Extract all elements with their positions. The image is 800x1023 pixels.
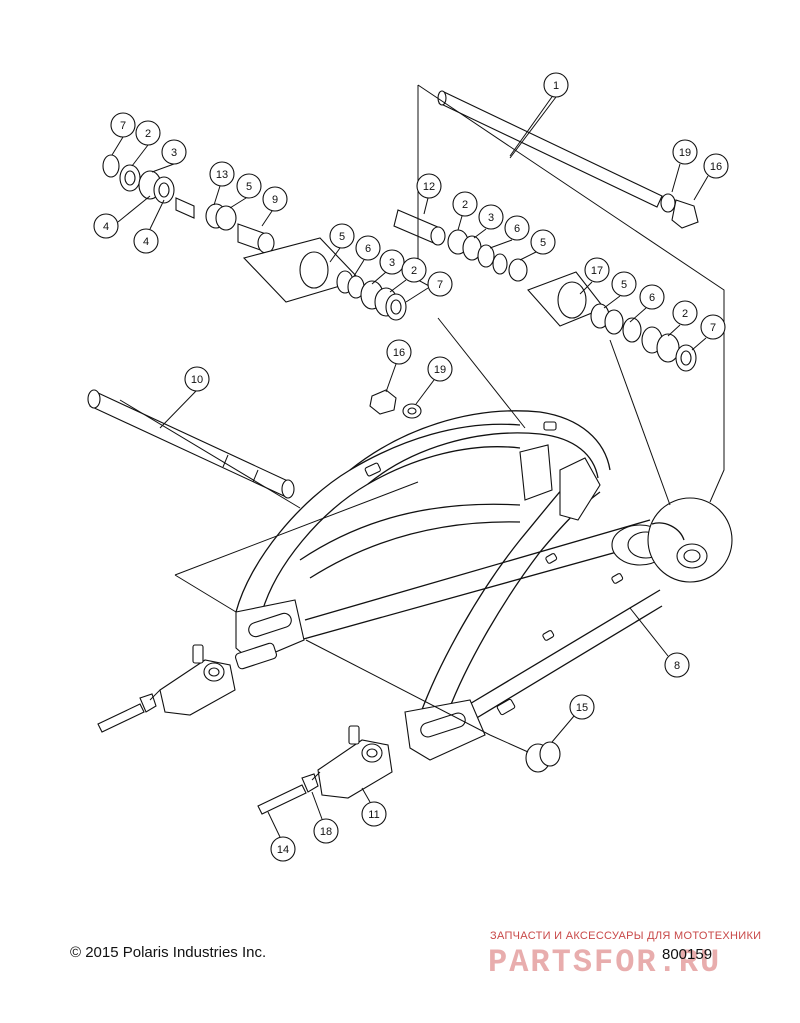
watermark-tagline: ЗАПЧАСТИ И АКСЕССУАРЫ ДЛЯ МОТОТЕХНИКИ	[490, 930, 762, 942]
svg-text:6: 6	[365, 243, 371, 255]
callout-2d: 2	[667, 300, 698, 337]
callout-3b: 3	[371, 249, 405, 285]
svg-text:16: 16	[710, 161, 722, 173]
callout-16b: 16	[385, 339, 412, 393]
callout-4b: 4	[133, 199, 165, 254]
adjuster-bolt-left	[97, 693, 157, 733]
callout-3c: 3	[473, 204, 504, 239]
svg-text:16: 16	[393, 347, 405, 359]
svg-text:4: 4	[103, 221, 109, 233]
svg-text:19: 19	[679, 147, 691, 159]
svg-text:2: 2	[145, 128, 151, 140]
svg-text:12: 12	[423, 181, 435, 193]
callout-6a: 6	[353, 235, 381, 277]
svg-text:2: 2	[462, 199, 468, 211]
callout-5d: 5	[603, 271, 637, 309]
callout-14: 14	[267, 811, 296, 862]
callout-2c: 2	[452, 191, 478, 231]
callout-13: 13	[209, 161, 235, 206]
svg-text:13: 13	[216, 169, 228, 181]
svg-text:5: 5	[339, 231, 345, 243]
svg-text:6: 6	[514, 223, 520, 235]
chain-adjuster-left	[159, 642, 278, 716]
callout-19a: 19	[671, 139, 698, 193]
copyright-notice: © 2015 Polaris Industries Inc.	[70, 944, 267, 961]
left-bearing-stack	[102, 154, 407, 321]
svg-text:2: 2	[682, 308, 688, 320]
svg-text:5: 5	[246, 181, 252, 193]
callout-4a: 4	[93, 195, 151, 239]
svg-text:5: 5	[621, 279, 627, 291]
callout-6c: 6	[629, 284, 665, 323]
callout-19b: 19	[415, 356, 453, 405]
callout-5a: 5	[229, 173, 262, 209]
callout-17: 17	[579, 257, 610, 295]
watermark-logo: PARTSFOR.RU	[488, 944, 722, 981]
callout-15: 15	[551, 694, 595, 743]
chain-adjuster-right	[317, 725, 393, 799]
callout-18: 18	[311, 791, 339, 844]
callout-11: 11	[361, 787, 387, 827]
svg-text:3: 3	[488, 212, 494, 224]
pivot-bolt-1	[437, 90, 699, 229]
svg-text:4: 4	[143, 236, 149, 248]
callout-7c: 7	[691, 314, 726, 351]
pivot-nut-washer	[369, 389, 422, 419]
callout-2a: 2	[131, 120, 161, 167]
svg-text:10: 10	[191, 374, 203, 386]
svg-text:14: 14	[277, 844, 289, 856]
callout-7a: 7	[110, 112, 136, 156]
callout-3a: 3	[151, 139, 187, 173]
adjuster-bolt-right	[257, 773, 319, 815]
diagram-reference-number: 800159	[662, 946, 713, 963]
svg-text:19: 19	[434, 364, 446, 376]
callout-16a: 16	[693, 153, 729, 201]
svg-text:15: 15	[576, 702, 588, 714]
svg-text:9: 9	[272, 194, 278, 206]
swingarm-frame	[235, 410, 669, 761]
callout-6b: 6	[489, 215, 530, 249]
callout-7b: 7	[405, 271, 453, 303]
callout-8: 8	[629, 607, 690, 678]
callout-5b: 5	[329, 223, 355, 263]
svg-text:7: 7	[437, 279, 443, 291]
callout-10: 10	[184, 366, 210, 392]
callout-2b: 2	[389, 257, 427, 293]
svg-text:1: 1	[553, 80, 559, 92]
svg-text:7: 7	[120, 120, 126, 132]
callout-9: 9	[261, 186, 288, 227]
callout-1: 1	[509, 72, 569, 159]
callout-bubbles: 1 7 2 3 4 4 13 5 9 5 6 3 2 7 12 2 3 6 5 …	[93, 72, 729, 862]
svg-text:18: 18	[320, 826, 332, 838]
svg-text:8: 8	[674, 660, 680, 672]
right-bearing-stack	[393, 209, 697, 372]
axle-10	[87, 389, 295, 499]
svg-text:11: 11	[368, 809, 379, 821]
svg-text:3: 3	[171, 147, 177, 159]
svg-text:2: 2	[411, 265, 417, 277]
axle-nut-15	[525, 741, 561, 773]
svg-text:5: 5	[540, 237, 546, 249]
svg-text:7: 7	[710, 322, 716, 334]
svg-text:3: 3	[389, 257, 395, 269]
svg-text:17: 17	[591, 265, 603, 277]
callout-12: 12	[416, 173, 442, 215]
svg-text:6: 6	[649, 292, 655, 304]
detail-zoom-circle	[647, 497, 733, 583]
callout-5c: 5	[519, 229, 556, 261]
